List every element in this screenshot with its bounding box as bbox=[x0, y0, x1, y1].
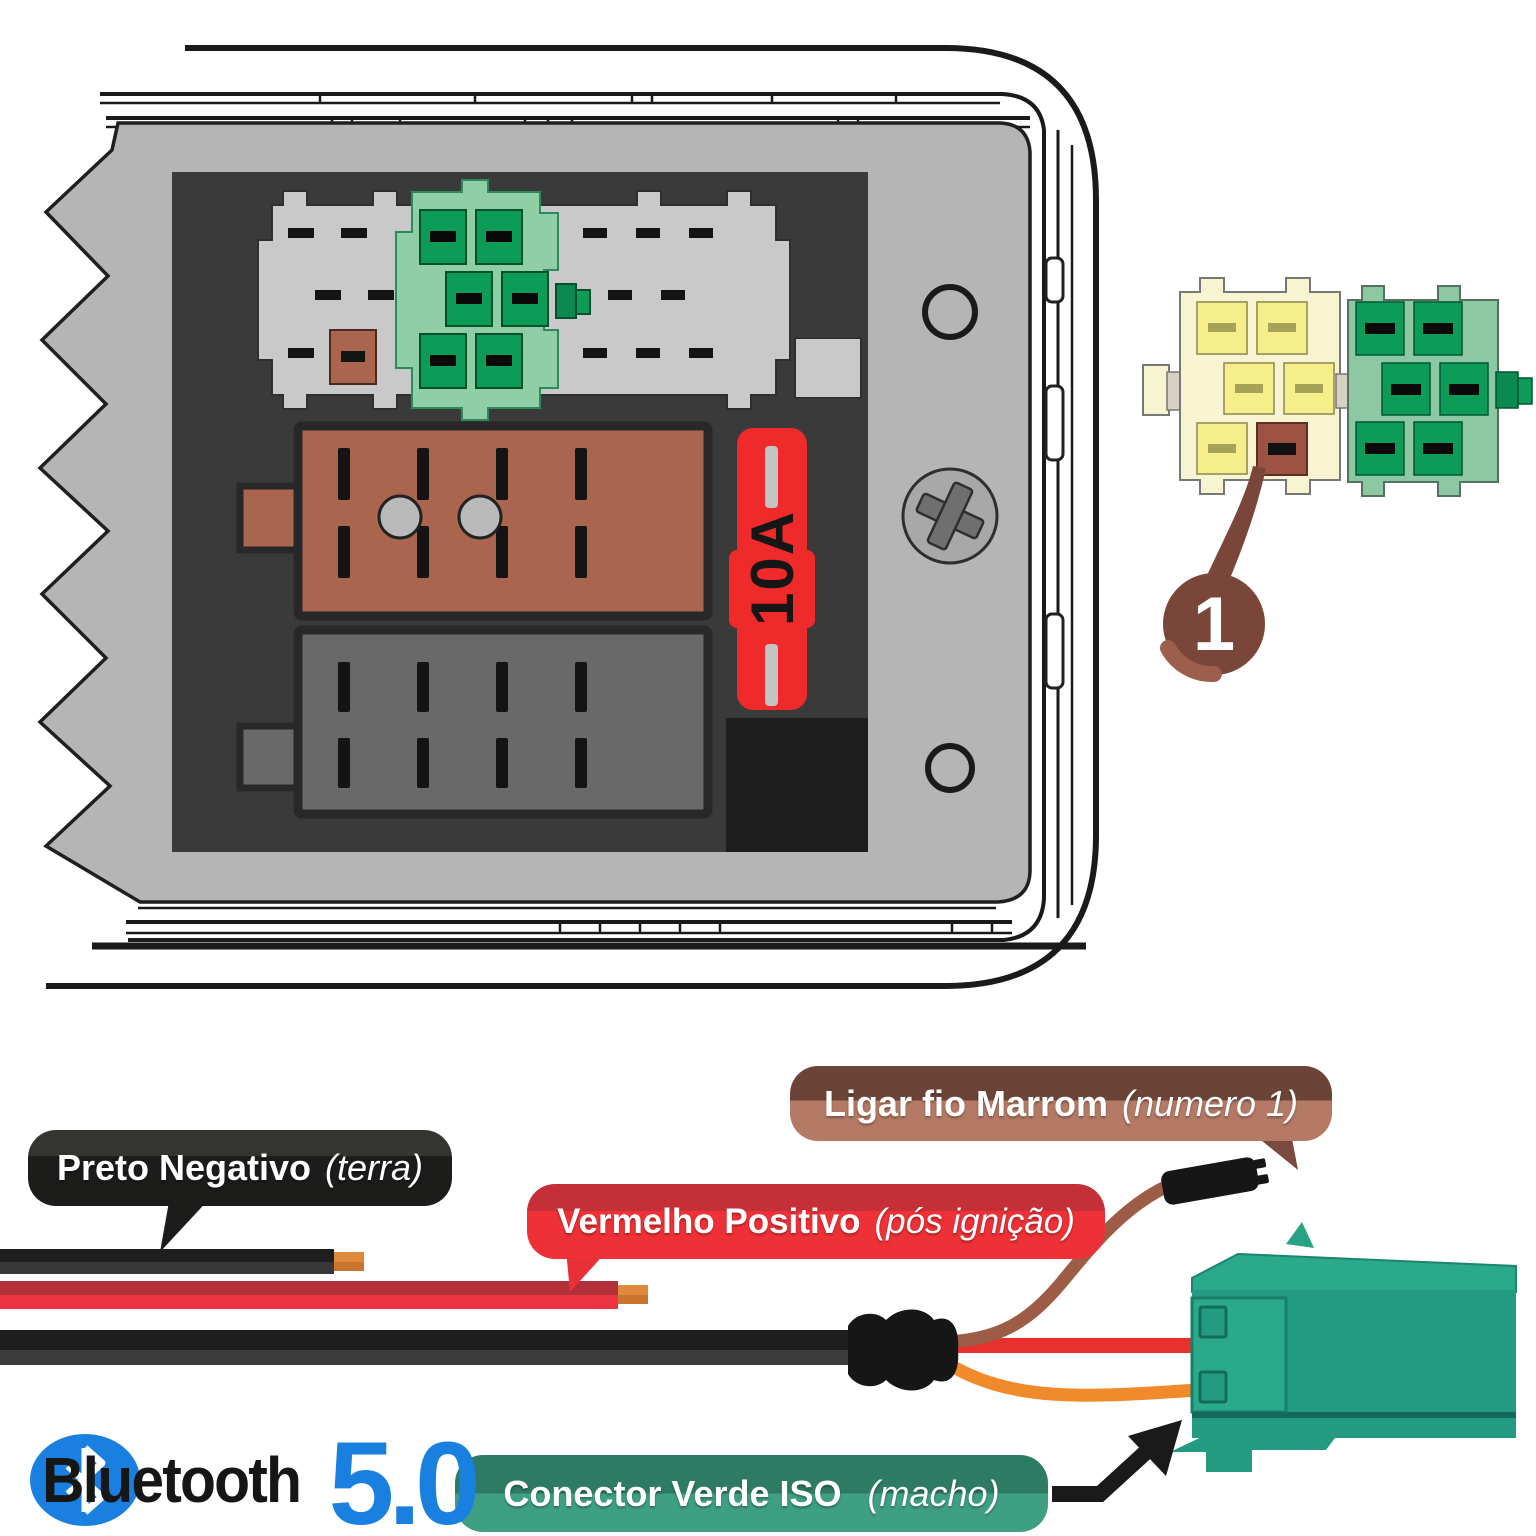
wire-red-positive bbox=[0, 1281, 648, 1309]
harness-illustration bbox=[0, 1128, 1517, 1502]
label-vermelho-positivo: Vermelho Positivo (pós ignição) bbox=[527, 1184, 1105, 1259]
wire-red-lead bbox=[940, 1338, 1200, 1353]
callout-1-balloon: 1 bbox=[1160, 466, 1266, 683]
mini-right-key-tab bbox=[1495, 371, 1519, 409]
iso-brown-hole bbox=[377, 494, 423, 540]
callout-pointer bbox=[1204, 466, 1266, 582]
connector-hook bbox=[1170, 1434, 1338, 1472]
wire-black-negative bbox=[0, 1249, 364, 1274]
bluetooth-icon bbox=[30, 1434, 140, 1526]
iso-socket-brown bbox=[236, 421, 713, 621]
copper-tip bbox=[618, 1285, 648, 1295]
strip-left-pins bbox=[288, 228, 394, 358]
label-preto-negativo-text: Preto Negativo bbox=[56, 1147, 312, 1188]
callout-number: 1 bbox=[1193, 582, 1235, 667]
iso-socket-gray bbox=[236, 625, 713, 819]
label-tail-red bbox=[566, 1250, 608, 1292]
green-insert-key-nub bbox=[575, 289, 591, 315]
green-insert-sockets bbox=[419, 209, 549, 389]
connector-top-cap bbox=[1191, 1252, 1517, 1293]
pin1-socket-on-radio bbox=[329, 329, 377, 385]
mini-right-key-nub bbox=[1517, 377, 1533, 405]
cable-boot bbox=[848, 1309, 959, 1391]
fuse-rating-text: 10A bbox=[739, 510, 806, 626]
fuse-blade-window bbox=[765, 644, 778, 706]
case-inner-seam bbox=[100, 92, 1046, 942]
bluetooth-logo: Bluetooth 5.0 bbox=[28, 1425, 481, 1536]
radio-rear-panel-illustration: 10A bbox=[37, 45, 1099, 989]
quadlock-connector-strip bbox=[257, 179, 862, 421]
label-preto-negativo-detail: (terra) bbox=[325, 1147, 424, 1188]
green-insert-key-tab bbox=[555, 283, 577, 319]
label-vermelho-positivo-detail: (pós ignição) bbox=[874, 1201, 1075, 1241]
case-bottom-seam-lines bbox=[92, 906, 1086, 950]
label-preto-negativo: Preto Negativo (terra) bbox=[28, 1130, 452, 1206]
strip-right-pins bbox=[583, 228, 713, 358]
bluetooth-brand-text: Bluetooth bbox=[42, 1444, 302, 1516]
iso-male-green-connector bbox=[1170, 1222, 1517, 1472]
label-ligar-fio-marrom-text: Ligar fio Marrom bbox=[823, 1082, 1108, 1124]
label-ligar-fio-marrom: Ligar fio Marrom (numero 1) bbox=[790, 1066, 1332, 1141]
pin1-slot bbox=[341, 351, 365, 362]
copper-tip bbox=[334, 1262, 364, 1271]
main-cable bbox=[0, 1330, 870, 1365]
connector-socket-hole bbox=[1198, 1370, 1228, 1404]
bluetooth-version-text: 5.0 bbox=[328, 1418, 481, 1536]
fuse-10a: 10A bbox=[729, 428, 815, 710]
iso-gray-pins bbox=[338, 662, 587, 788]
iso-brown-hole bbox=[457, 494, 503, 540]
strip-right-stub bbox=[794, 337, 862, 399]
mounting-hole-top bbox=[922, 284, 978, 340]
label-vermelho-positivo-text: Vermelho Positivo bbox=[557, 1201, 861, 1241]
connector-latch bbox=[1286, 1222, 1314, 1248]
label-conector-verde-iso-detail: (macho) bbox=[867, 1472, 1000, 1514]
callout-highlight bbox=[1160, 640, 1222, 683]
wire-brown bbox=[937, 1178, 1175, 1349]
copper-tip bbox=[618, 1295, 648, 1304]
pinout-detail-diagram: 1 bbox=[1142, 277, 1533, 683]
connector-socket-hole bbox=[1198, 1305, 1228, 1339]
brown-wire-terminal bbox=[1161, 1157, 1269, 1205]
mini-green-sockets bbox=[1355, 301, 1489, 476]
iso-brown-pins bbox=[338, 448, 587, 578]
connector-seam bbox=[1192, 1412, 1516, 1418]
label-conector-verde-iso-text: Conector Verde ISO bbox=[503, 1472, 842, 1514]
phillips-screw-icon bbox=[901, 467, 999, 565]
radio-case-outline bbox=[46, 45, 1099, 989]
mini-yellow-sockets bbox=[1196, 301, 1335, 475]
arrow-icon bbox=[1052, 1420, 1182, 1502]
label-ligar-fio-marrom-detail: (numero 1) bbox=[1121, 1082, 1299, 1124]
mini-pin1-slot bbox=[1268, 443, 1296, 455]
recess-shadow bbox=[726, 718, 868, 852]
wire-orange-lead bbox=[941, 1356, 1199, 1402]
fuse-blade-window bbox=[765, 446, 778, 508]
connector-lip bbox=[1192, 1418, 1516, 1438]
mounting-hole-bottom bbox=[925, 743, 975, 793]
copper-tip bbox=[334, 1252, 364, 1262]
mini-connector-yellow bbox=[1142, 277, 1341, 495]
label-tail-black bbox=[160, 1196, 212, 1252]
case-clips bbox=[1044, 256, 1065, 690]
label-conector-verde-iso: Conector Verde ISO (macho) bbox=[455, 1455, 1048, 1532]
mini-connector-green bbox=[1347, 285, 1533, 497]
